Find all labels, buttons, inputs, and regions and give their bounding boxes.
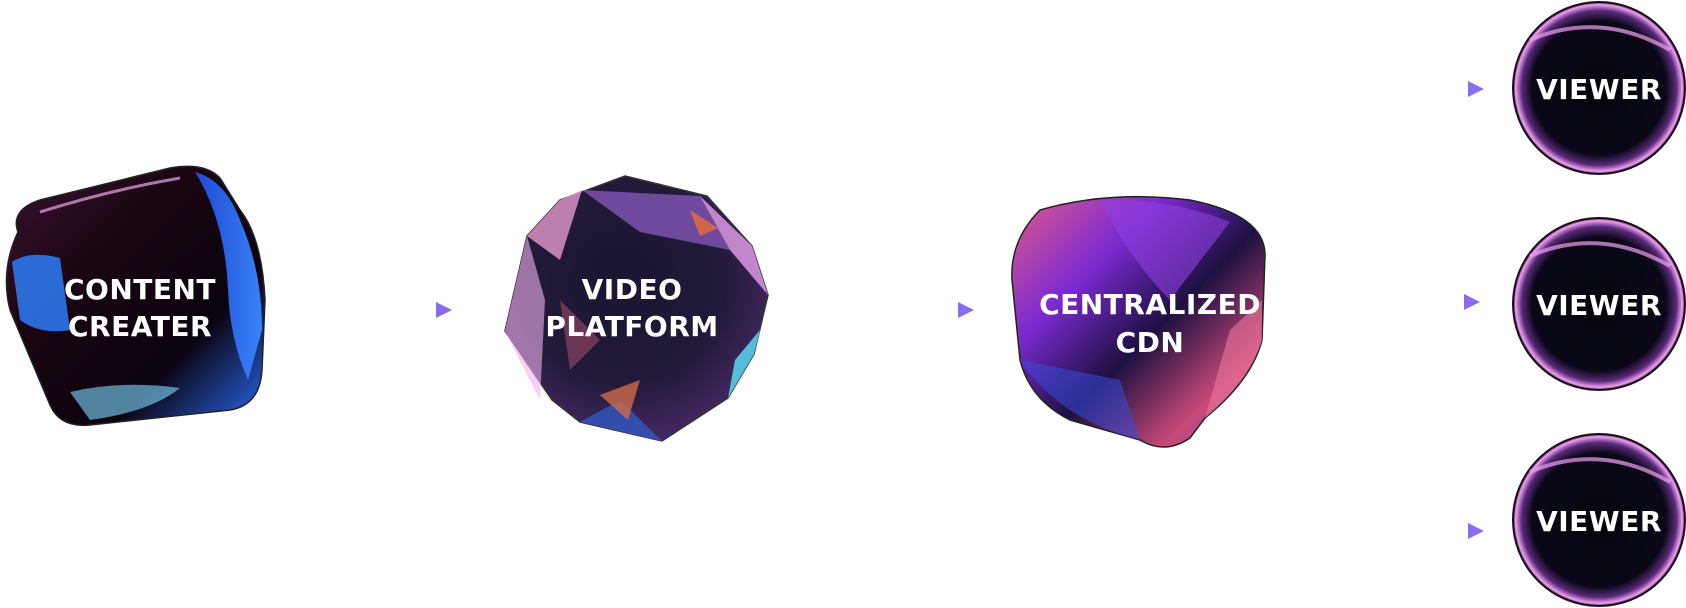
content-creator-label-line2: CREATER: [68, 310, 212, 343]
video-platform-label-line2: PLATFORM: [545, 310, 718, 343]
centralized-cdn-label-line2: CDN: [1116, 326, 1185, 359]
video-platform-label-line1: VIDEO: [582, 273, 683, 306]
viewer-label-3: VIEWER: [1536, 505, 1662, 538]
centralized-cdn-node: CENTRALIZED CDN: [1011, 195, 1266, 448]
video-platform-node: VIDEO PLATFORM: [504, 175, 769, 442]
content-creator-label-line1: CONTENT: [64, 273, 216, 306]
arrow-creator-to-platform: [298, 302, 452, 318]
viewer-node-2: VIEWER: [1512, 217, 1686, 391]
viewer-node-1: VIEWER: [1512, 1, 1686, 175]
viewer-label-2: VIEWER: [1536, 289, 1662, 322]
content-creator-node: CONTENT CREATER: [5, 165, 266, 427]
connector-cdn-to-viewer-1: [1134, 81, 1484, 172]
connector-cdn-to-viewer-2: [1302, 294, 1480, 310]
connector-cdn-to-viewer-3: [1134, 447, 1484, 539]
viewer-node-3: VIEWER: [1512, 433, 1686, 607]
centralized-cdn-label-line1: CENTRALIZED: [1039, 288, 1261, 321]
arrow-platform-to-cdn: [820, 302, 974, 318]
viewer-label-1: VIEWER: [1536, 73, 1662, 106]
